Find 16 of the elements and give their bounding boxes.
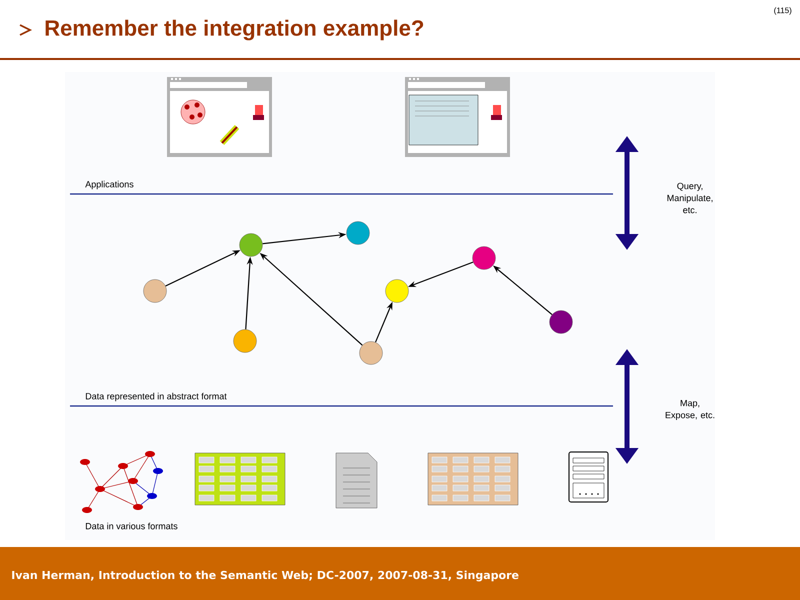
layer-label: Applications	[85, 180, 134, 190]
data-node-circle	[346, 221, 370, 245]
slide-title: Remember the integration example?	[46, 20, 424, 40]
layer-label: Data represented in abstract format	[86, 392, 227, 402]
footer-text: Ivan Herman, Introduction to the Semantic Web; DC-2007, 2007-08-31, Singapore	[12, 570, 518, 582]
data-node-circle	[239, 233, 263, 257]
data-node-circle	[359, 341, 383, 365]
data-node-circle	[472, 246, 496, 270]
data-node-circle	[143, 279, 167, 303]
data-node-circle	[549, 310, 573, 334]
operation-label: Map, Expose, etc.	[666, 400, 714, 420]
data-node-circle	[385, 279, 409, 303]
data-node-circle	[233, 329, 257, 353]
operation-label: Query, Manipulate, etc.	[667, 182, 712, 214]
page-number: (115)	[774, 7, 792, 15]
layer-label: Data in various formats	[86, 522, 178, 530]
